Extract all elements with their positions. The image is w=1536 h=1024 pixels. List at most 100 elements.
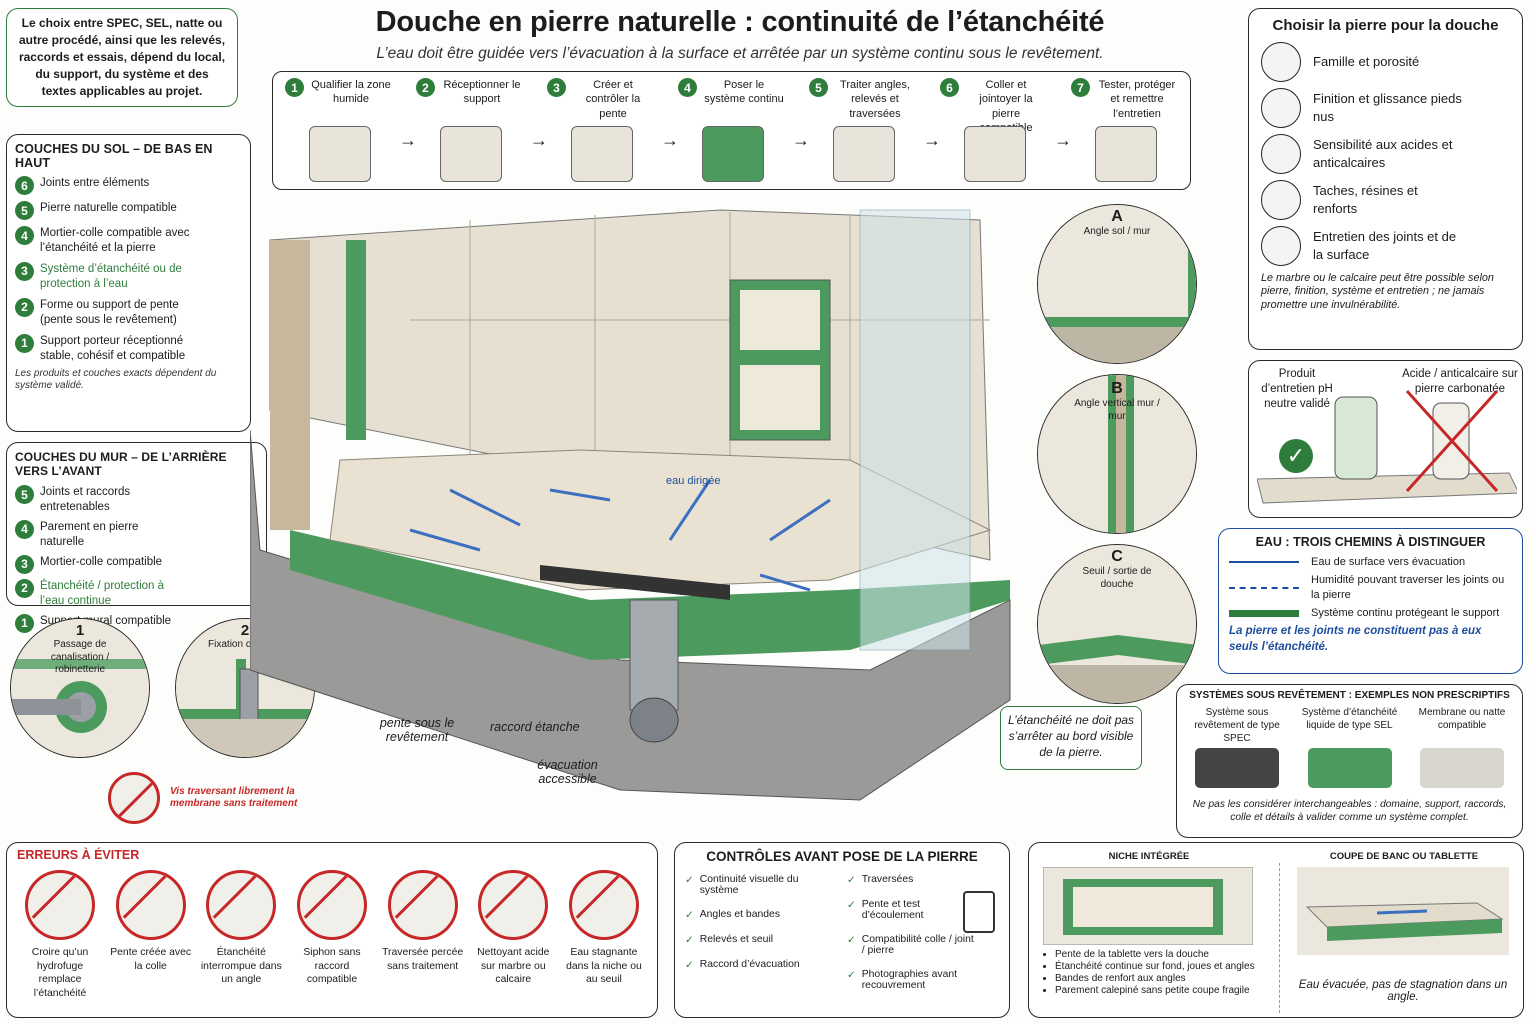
error-label: Pente créée avec la colle [110, 947, 192, 972]
wall-layers-title: COUCHES DU MUR – DE L’ARRIÈRE VERS L’AVA… [15, 450, 227, 478]
detail-1-label: 1 Passage de canalisation / robinetterie [30, 622, 130, 677]
check-icon: ✓ [685, 910, 694, 921]
check-item: ✓ Raccord d’évacuation [685, 959, 837, 971]
error-ban-icon [115, 870, 186, 940]
products-box: Produit d’entretien pH neutre validé Aci… [1248, 360, 1523, 518]
stone-choice-item: Taches, résines et renforts [1261, 180, 1510, 220]
detail-b-wall-wall [1037, 374, 1197, 534]
paint-roller-icon [702, 126, 764, 182]
check-icon: ✓ [847, 900, 856, 911]
stone-choice-label: Sensibilité aux acides et anticalcaires [1313, 137, 1453, 170]
step-number: 2 [416, 78, 435, 97]
stone-choice-label: Taches, résines et renforts [1313, 183, 1418, 216]
error-item: Traversée percée sans traitement [380, 870, 466, 1000]
check-icon: ✓ [685, 875, 694, 886]
niche-title: NICHE INTÉGRÉE [1108, 851, 1190, 862]
intro-note: Le choix entre SPEC, SEL, natte ou autre… [18, 16, 226, 99]
errors-box: ERREURS À ÉVITER Croire qu’un hydrofuge … [6, 842, 658, 1018]
niche-bullet: Pente de la tablette vers la douche [1055, 949, 1273, 961]
water-path-label: Humidité pouvant traverser les joints ou… [1311, 574, 1505, 601]
system-label: Membrane ou natte compatible [1418, 707, 1506, 731]
error-ban-icon [296, 870, 367, 940]
system-item: Système d’étanchéité liquide de type SEL [1298, 706, 1402, 798]
water-path-label: Eau de surface vers évacuation [1311, 556, 1466, 568]
layer-label: Pierre naturelle compatible [40, 202, 177, 214]
step-label: Réceptionner le support [443, 79, 521, 106]
edge-note: L’étanchéité ne doit pas s’arrêter au bo… [1007, 713, 1135, 760]
layer-number: 5 [15, 485, 34, 504]
label-water-directed: eau dirigée [666, 475, 721, 487]
water-path-label: Système continu protégeant le support [1311, 606, 1500, 619]
check-icon: ✓ [847, 935, 856, 946]
layer-number: 1 [15, 613, 34, 633]
layer-number: 2 [15, 297, 34, 317]
error-item: Pente créée avec la colle [108, 870, 194, 1000]
check-item: ✓Angles et bandes [685, 909, 837, 921]
error-label: Étanchéité interrompue dans un angle [200, 947, 282, 986]
layer-number: 2 [15, 578, 34, 598]
errors-list: Croire qu’un hydrofuge remplace l’étanch… [17, 870, 647, 1000]
water-path-line [1229, 561, 1299, 564]
label-seal: raccord étanche [490, 720, 580, 734]
layer-label: Joints entre éléments [40, 177, 150, 189]
check-label: Compatibilité colle / joint / pierre [861, 934, 974, 956]
intro-note-box: Le choix entre SPEC, SEL, natte ou autre… [6, 8, 238, 107]
layer-label: Système d’étanchéité ou de protection à … [40, 262, 182, 290]
step-number: 6 [940, 78, 959, 97]
stain-icon [1261, 180, 1301, 220]
check-icon: ✓ [685, 960, 694, 971]
detail-a-label: A Angle sol / mur [1067, 208, 1167, 239]
detail-b-text: Angle vertical mur / mur [1074, 398, 1160, 422]
layer-number: 1 [15, 333, 34, 353]
arrow-icon: → [792, 130, 810, 150]
check-label: Photographies avant recouvrement [861, 969, 958, 991]
error-item: Nettoyant acide sur marbre ou calcaire [470, 870, 556, 1000]
error-ban-icon [25, 870, 95, 940]
check-item: ✓Pente et test d’écoulement [847, 899, 977, 921]
checks-col1: ✓Continuité visuelle du système✓Angles e… [685, 874, 837, 1004]
arrow-icon: → [399, 130, 417, 150]
layer-number: 6 [15, 176, 34, 195]
systems-title: SYSTÈMES SOUS REVÊTEMENT : EXEMPLES NON … [1189, 690, 1510, 701]
shower-cross-section [250, 209, 1011, 801]
niche-bullet: Bandes de renfort aux angles [1055, 973, 1273, 985]
stone-choice-box: Choisir la pierre pour la douche Famille… [1248, 8, 1523, 350]
step-2: 2 Réceptionner le support [412, 78, 528, 186]
niche-bullet: Parement calepiné sans petite coupe frag… [1055, 985, 1273, 997]
niche-bullets: Pente de la tablette vers la doucheÉtanc… [1047, 949, 1273, 997]
layer-number: 3 [15, 554, 34, 574]
system-label: Système d’étanchéité liquide de type SEL [1301, 707, 1398, 731]
niche-illustration [1043, 867, 1253, 945]
footprint-icon [1261, 88, 1301, 128]
screw-warning: Vis traversant librement la membrane san… [108, 772, 308, 824]
wall-layers-box: COUCHES DU MUR – DE L’ARRIÈRE VERS L’AVA… [6, 442, 267, 633]
check-label: Raccord d’évacuation [699, 959, 800, 970]
checks-title: CONTRÔLES AVANT POSE DE LA PIERRE [706, 849, 978, 864]
error-ban-icon [206, 870, 277, 940]
water-path-line [1229, 609, 1299, 617]
ok-check-icon: ✓ [1279, 439, 1313, 473]
page-subtitle: L’eau doit être guidée vers l’évacuation… [376, 45, 1104, 62]
layer-label: Support porteur réceptionné stable, cohé… [40, 334, 186, 362]
check-icon: ✓ [847, 970, 856, 981]
check-icon: ✓ [685, 935, 694, 946]
error-item: Étanchéité interrompue dans un angle [198, 870, 284, 1000]
arrow-icon: → [530, 130, 548, 150]
stone-choice-item: Sensibilité aux acides et anticalcaires [1261, 134, 1510, 174]
stone-choice-label: Entretien des joints et de la surface [1313, 229, 1457, 262]
shield-spray-icon [1095, 126, 1157, 182]
water-path-item: Eau de surface vers évacuation [1229, 555, 1512, 569]
